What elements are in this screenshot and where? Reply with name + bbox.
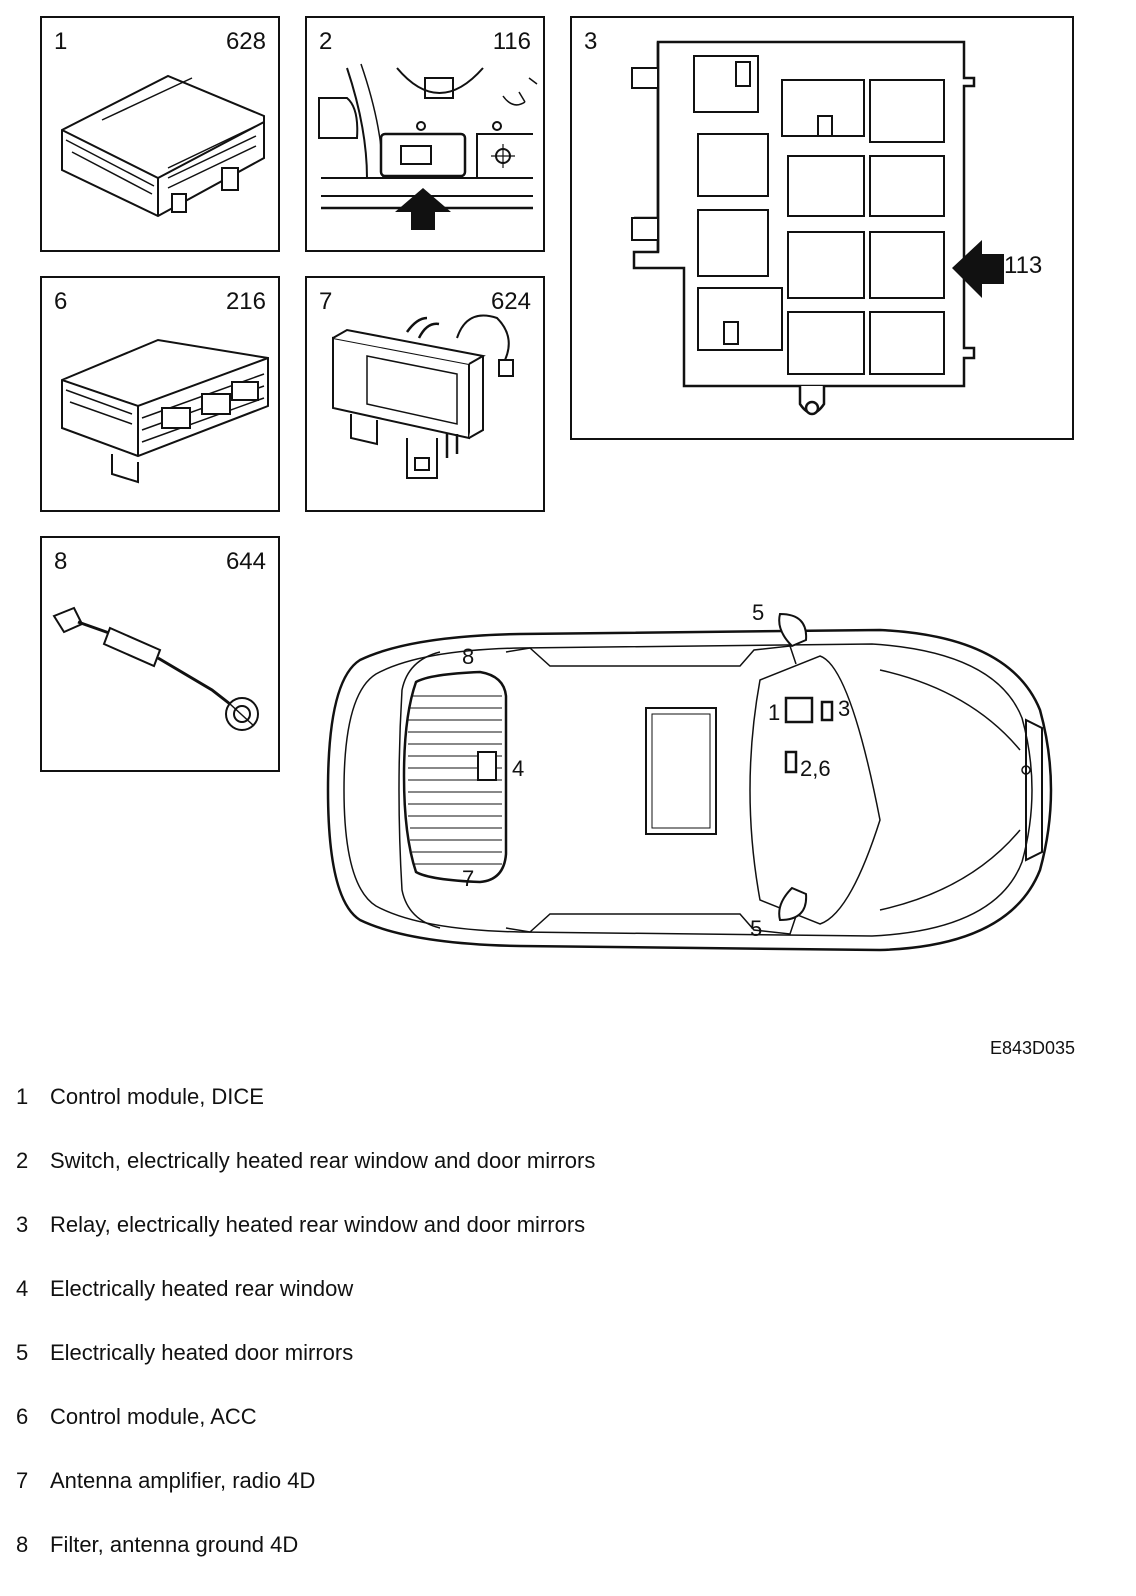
- legend-number: 5: [16, 1340, 29, 1365]
- legend-text: Electrically heated rear window: [50, 1276, 354, 1301]
- callout-7: 7: [462, 866, 475, 891]
- callout-5-top: 5: [752, 600, 765, 625]
- defroster-lines: [408, 695, 502, 865]
- panel-number: 3: [584, 28, 598, 55]
- location-markers: [784, 696, 834, 774]
- panel-8-antenna-filter: 8 644: [40, 536, 280, 772]
- panel-6-acc-module: 6 216: [40, 276, 280, 512]
- relay-box-illustration: [631, 40, 1004, 416]
- legend-text: Electrically heated door mirrors: [50, 1340, 354, 1365]
- legend-number: 8: [16, 1532, 29, 1557]
- panel-number: 6: [54, 288, 68, 315]
- dice-module-illustration: [61, 74, 265, 218]
- antenna-amplifier-illustration: [332, 314, 514, 479]
- panel-number: 2: [319, 28, 333, 55]
- legend-number: 7: [16, 1468, 29, 1493]
- panel-code: 628: [225, 28, 266, 55]
- mirror-icon: [778, 612, 808, 648]
- legend-text: Antenna amplifier, radio 4D: [50, 1468, 316, 1493]
- panel-1-dice-module: 1 628: [40, 16, 280, 252]
- panel-number: 1: [54, 28, 68, 55]
- arrow-icon: [952, 240, 1004, 298]
- rear-window-grid: [402, 670, 508, 884]
- panel-code: 116: [492, 28, 531, 55]
- legend-number: 2: [16, 1148, 29, 1173]
- car-outline-illustration: [326, 612, 1053, 952]
- panel-3-relay-box: 3 113: [570, 16, 1074, 440]
- legend: 1 Control module, DICE 2 Switch, electri…: [0, 1084, 1136, 1580]
- legend-number: 1: [16, 1084, 29, 1109]
- callout-3: 3: [838, 696, 851, 721]
- legend-number: 3: [16, 1212, 29, 1237]
- switch-illustration: [318, 63, 538, 230]
- panel-7-antenna-amplifier: 7 624: [305, 276, 545, 512]
- panel-number: 8: [54, 548, 68, 575]
- legend-text: Control module, ACC: [50, 1404, 257, 1429]
- acc-module-illustration: [61, 338, 269, 484]
- panel-code: 624: [490, 288, 531, 315]
- panel-code: 216: [225, 288, 266, 315]
- legend-text: Switch, electrically heated rear window …: [50, 1148, 596, 1173]
- panel-code: 113: [1004, 252, 1043, 279]
- panel-number: 7: [319, 288, 333, 315]
- car-top-view: 1 3 2,6 4 5 5 7 8: [320, 600, 1090, 980]
- callout-2-6: 2,6: [800, 756, 831, 781]
- callout-4: 4: [512, 756, 525, 781]
- legend-text: Control module, DICE: [50, 1084, 264, 1109]
- figure-id: E843D035: [990, 1038, 1076, 1058]
- callout-5-bottom: 5: [750, 916, 763, 941]
- legend-text: Relay, electrically heated rear window a…: [50, 1212, 586, 1237]
- callout-1: 1: [768, 700, 781, 725]
- antenna-filter-illustration: [52, 606, 259, 731]
- mirror-icon: [778, 886, 808, 922]
- legend-number: 6: [16, 1404, 29, 1429]
- callout-8: 8: [462, 644, 475, 669]
- legend-number: 4: [16, 1276, 29, 1301]
- legend-text: Filter, antenna ground 4D: [50, 1532, 299, 1557]
- panel-code: 644: [225, 548, 266, 575]
- panel-2-switch: ||| 2 116: [305, 16, 545, 252]
- arrow-icon: [395, 188, 451, 230]
